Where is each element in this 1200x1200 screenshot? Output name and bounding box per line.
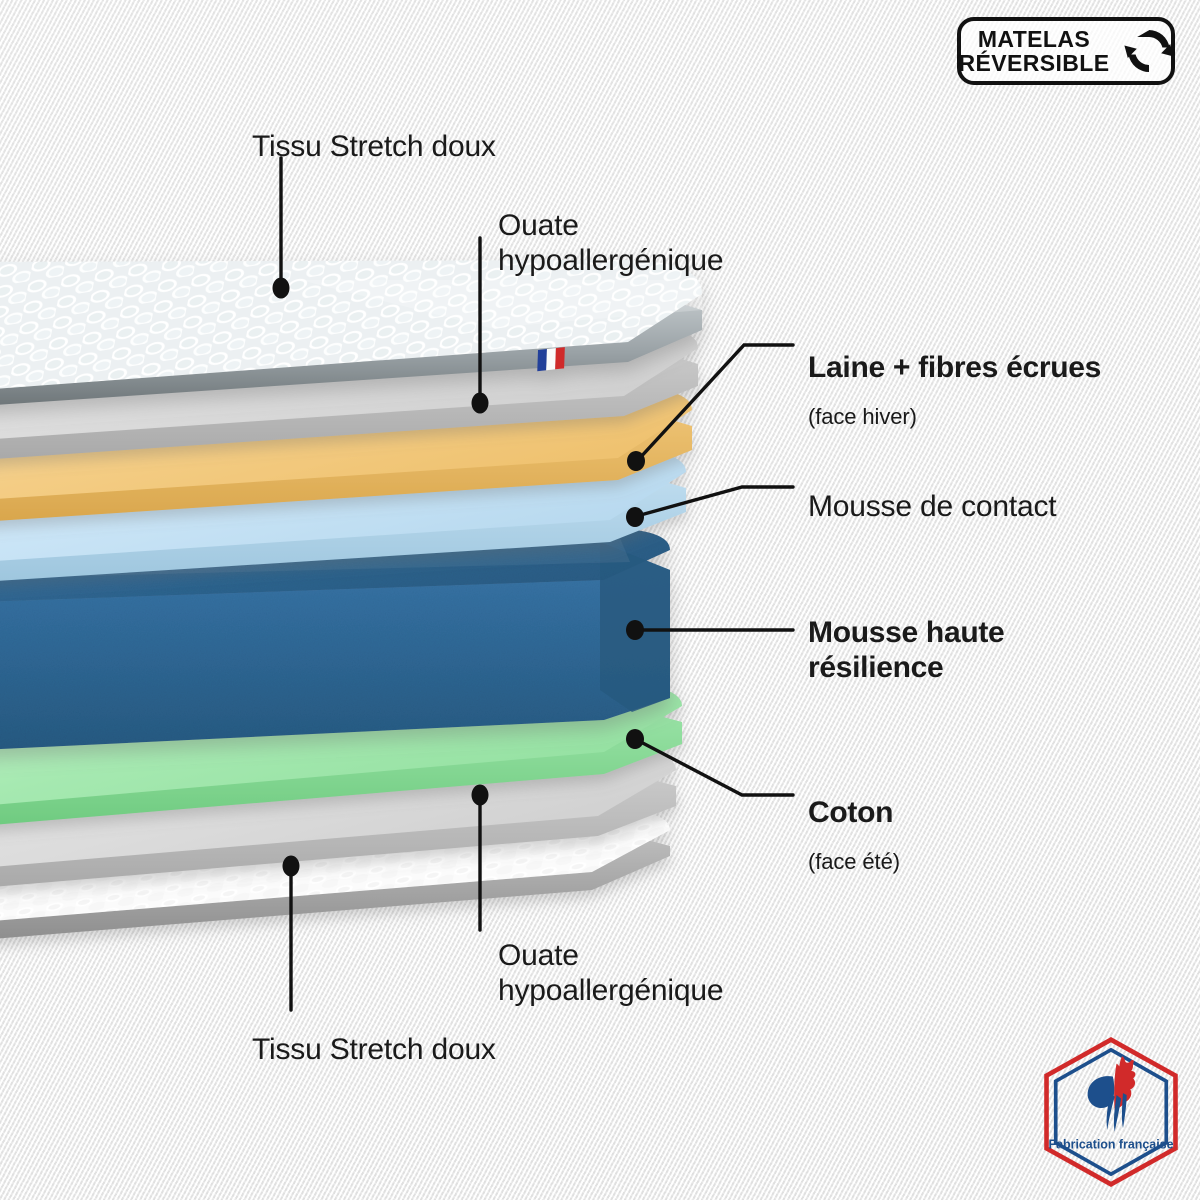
label-title: Laine + fibres écrues (808, 351, 1102, 384)
label-mousse-de-contact: Mousse de contact (808, 471, 1057, 542)
label-subtitle: (face hiver) (808, 404, 917, 430)
label-coton: Coton (face été) (808, 777, 900, 893)
rooster-body (1087, 1076, 1115, 1109)
recycle-arrows-icon (1123, 30, 1174, 72)
label-ouate-hypoallergenique-bottom: Ouate hypoallergénique (498, 920, 724, 1026)
label-title: Coton (808, 796, 894, 829)
label-title: Ouate hypoallergénique (498, 939, 724, 1008)
matelas-reversible-badge: MATELAS RÉVERSIBLE (957, 17, 1175, 85)
badge-line-1: MATELAS (977, 25, 1091, 52)
logo-caption: Fabrication française (1049, 1137, 1174, 1151)
label-mousse-haute-resilience: Mousse haute résilience (808, 597, 1005, 703)
french-flag-icon (537, 347, 565, 372)
hexagon-inner (1053, 1047, 1169, 1177)
label-title: Tissu Stretch doux (252, 1033, 496, 1066)
label-laine-fibres-ecrues: Laine + fibres écrues (face hiver) (808, 332, 1101, 448)
label-title: Mousse haute résilience (808, 616, 1005, 685)
label-subtitle: (face été) (808, 849, 900, 875)
label-tissu-stretch-doux-top: Tissu Stretch doux (252, 111, 496, 182)
label-tissu-stretch-doux-bottom: Tissu Stretch doux (252, 1014, 496, 1085)
fabrication-francaise-logo: Fabrication française (1044, 1037, 1178, 1187)
hexagon-outer (1044, 1037, 1178, 1187)
label-title: Ouate hypoallergénique (498, 209, 724, 278)
label-title: Tissu Stretch doux (252, 130, 496, 163)
layer-top-stretch (0, 260, 702, 405)
label-title: Mousse de contact (808, 490, 1057, 523)
label-ouate-hypoallergenique-top: Ouate hypoallergénique (498, 190, 724, 296)
badge-text: MATELAS RÉVERSIBLE (958, 25, 1110, 76)
badge-line-2: RÉVERSIBLE (958, 50, 1110, 76)
mattress-layer-stack (0, 250, 730, 939)
